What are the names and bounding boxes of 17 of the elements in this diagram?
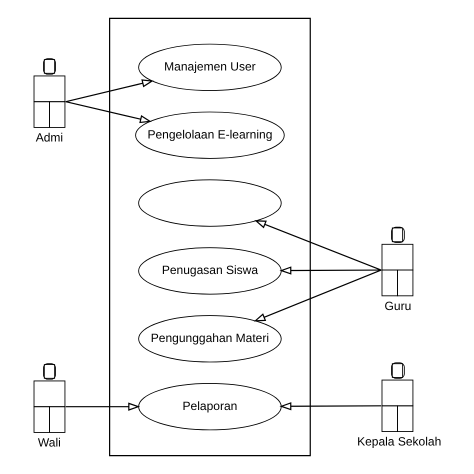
node-label: Guru [384,298,412,313]
arrow [66,79,154,102]
arrow [66,101,152,124]
arrow [254,220,382,271]
arrow [254,270,382,322]
node-ellipse: Pengelolaan E-learning [135,112,285,159]
node-ellipse: Pelaporan [138,383,282,430]
node-label: Admi [36,130,64,144]
arrow [279,266,382,275]
arrow [66,402,140,411]
node-label: Kepala Sekolah [357,434,442,449]
node-ellipse: Pengunggahan Materi [138,315,282,362]
node-ellipse: Penugasan Siswa [138,247,282,295]
node-ellipse [138,179,282,227]
node-label: Wali [38,435,61,450]
arrow [279,402,382,410]
node-ellipse: Manajemen User [138,44,282,91]
